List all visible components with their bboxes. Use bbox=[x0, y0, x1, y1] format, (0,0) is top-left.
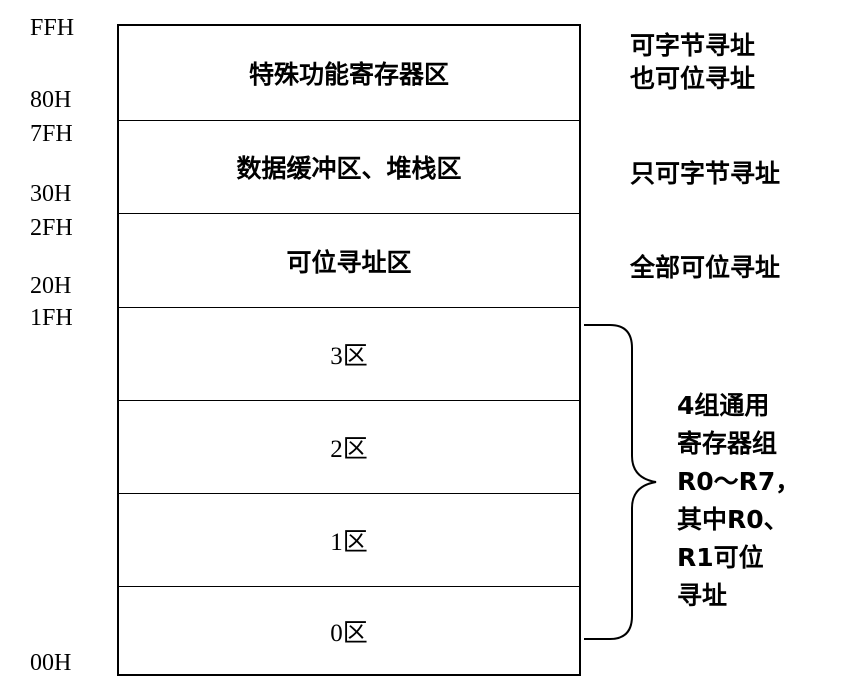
register-note-line-4: 其中R0、 bbox=[677, 505, 789, 534]
address-label-80h: 80H bbox=[30, 87, 72, 113]
register-group-note: 4组通用 寄存器组 R0～R7， 其中R0、 R1可位 寻址 bbox=[677, 387, 837, 615]
register-note-line-2: 寄存器组 bbox=[677, 429, 778, 458]
region-bank-2: 2区 bbox=[119, 400, 579, 493]
address-label-00h: 00H bbox=[30, 650, 72, 676]
register-note-line-1: 4组通用 bbox=[677, 391, 770, 420]
region-bank-3: 3区 bbox=[119, 307, 579, 400]
note-sfr-line-2: 也可位寻址 bbox=[630, 63, 756, 93]
address-label-2fh: 2FH bbox=[30, 215, 73, 241]
register-note-line-6: 寻址 bbox=[677, 581, 728, 610]
note-sfr-line-1: 可字节寻址 bbox=[630, 31, 756, 60]
memory-map: 特殊功能寄存器区 数据缓冲区、堆栈区 可位寻址区 3区 2区 1区 0区 bbox=[117, 24, 581, 676]
register-note-line-5: R1可位 bbox=[677, 543, 764, 572]
region-bank-1: 1区 bbox=[119, 493, 579, 586]
curly-brace bbox=[584, 324, 657, 640]
note-sfr: 可字节寻址 也可位寻址 bbox=[630, 30, 755, 95]
region-bank-0: 0区 bbox=[119, 586, 579, 674]
address-label-30h: 30H bbox=[30, 181, 72, 207]
region-bit-addressable: 可位寻址区 bbox=[119, 213, 579, 307]
region-data-buffer-stack: 数据缓冲区、堆栈区 bbox=[119, 120, 579, 213]
note-bit-area: 全部可位寻址 bbox=[630, 253, 781, 282]
address-label-7fh: 7FH bbox=[30, 121, 73, 147]
address-label-ffh: FFH bbox=[30, 15, 75, 41]
address-label-20h: 20H bbox=[30, 273, 72, 299]
register-note-line-3: R0～R7， bbox=[677, 467, 801, 496]
address-label-1fh: 1FH bbox=[30, 305, 73, 331]
region-sfr: 特殊功能寄存器区 bbox=[248, 60, 449, 89]
note-data-area: 只可字节寻址 bbox=[630, 159, 781, 188]
